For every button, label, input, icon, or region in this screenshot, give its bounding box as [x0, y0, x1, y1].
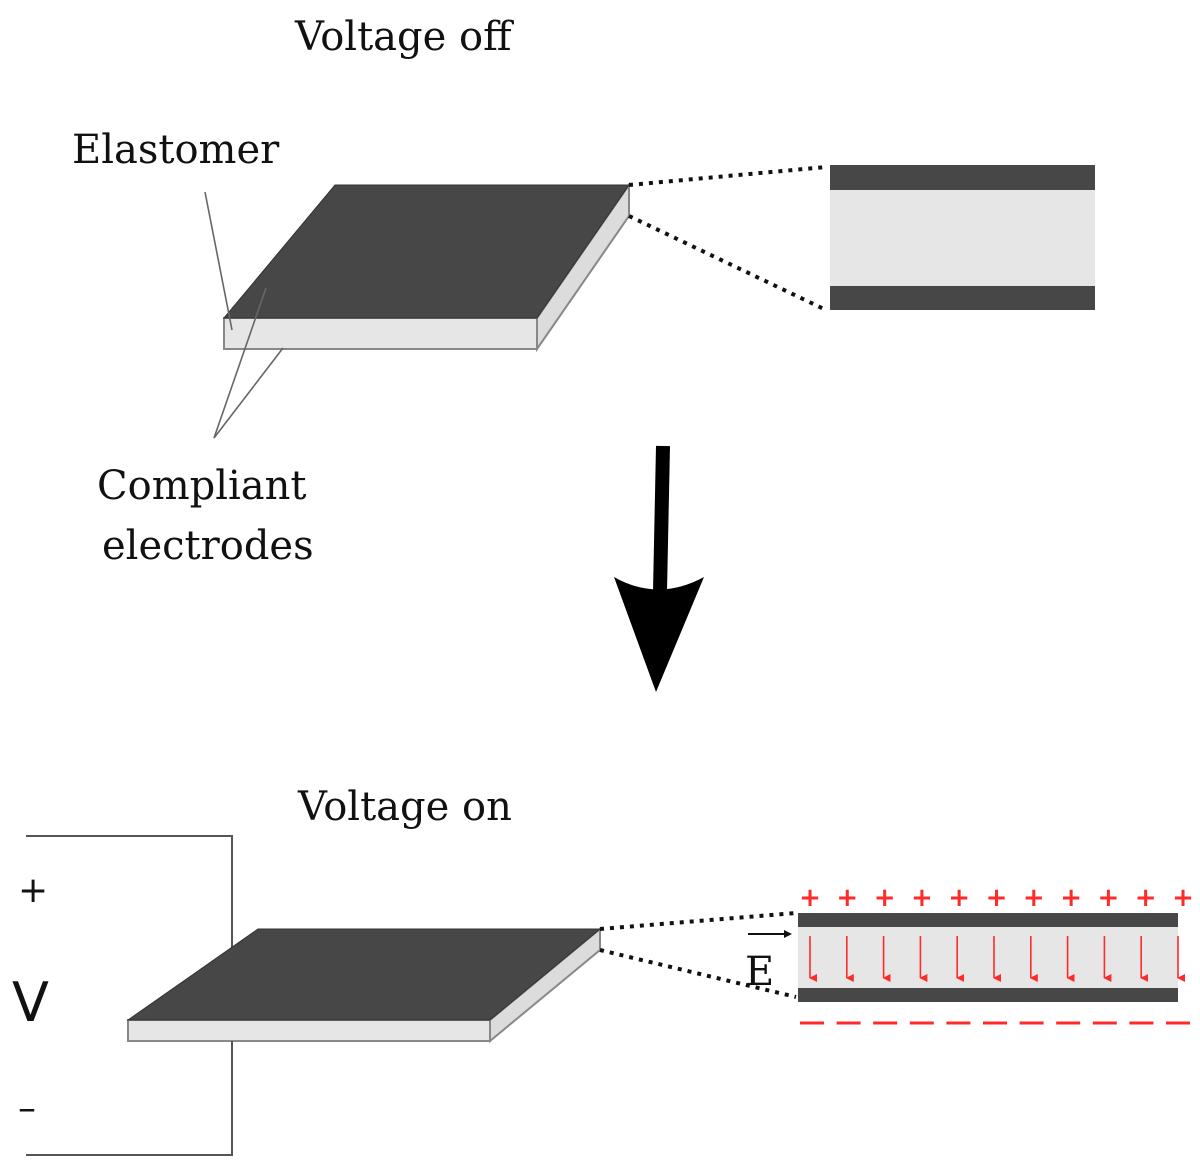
compliant-electrodes-label-line1: Compliant — [97, 463, 307, 509]
positive-charge: + — [911, 883, 933, 913]
voltage-on-title: Voltage on — [297, 784, 512, 830]
positive-charge: + — [1135, 883, 1157, 913]
positive-charge: + — [836, 883, 858, 913]
positive-charge: + — [799, 883, 821, 913]
slab-off — [222, 181, 630, 353]
positive-charge: + — [948, 883, 970, 913]
positive-charge: + — [986, 883, 1008, 913]
wire-positive — [26, 835, 233, 970]
field-label: E — [745, 930, 792, 995]
transition-arrow-head — [614, 577, 704, 692]
field-symbol: E — [745, 949, 774, 995]
field-vector-bar-head — [784, 930, 792, 938]
slab-off-front-face — [223, 317, 538, 350]
compliant-electrodes-label-line2: electrodes — [102, 523, 314, 569]
cross-section-on-elastomer — [798, 926, 1178, 988]
cross-section-on — [798, 913, 1178, 1002]
zoom-line-on-bottom — [599, 948, 797, 999]
elastomer-leader-line — [204, 191, 233, 331]
slab-on — [126, 926, 602, 1044]
cross-section-on-bottom-electrode — [798, 988, 1178, 1002]
electrode-leader-line-top — [213, 287, 267, 439]
positive-charge: + — [1023, 883, 1045, 913]
positive-charges: + + + + + + + + + + + — [799, 883, 1194, 913]
cross-section-off-bottom-electrode — [830, 286, 1095, 310]
zoom-line-off-bottom — [628, 214, 827, 312]
elastomer-label: Elastomer — [72, 127, 280, 173]
slab-on-front-face — [127, 1019, 491, 1042]
cross-section-off-top-electrode — [830, 165, 1095, 190]
electric-field-arrows — [809, 936, 1185, 982]
voltage-off-title: Voltage off — [294, 14, 514, 60]
wire-negative — [26, 1041, 233, 1156]
electrode-leader-line-bottom — [213, 347, 284, 439]
cross-section-on-top-electrode — [798, 913, 1178, 927]
positive-charge: + — [1060, 883, 1082, 913]
minus-terminal-label: – — [18, 1088, 36, 1129]
cross-section-off — [830, 165, 1095, 310]
transition-arrow — [614, 445, 704, 692]
voltage-symbol: V — [12, 971, 49, 1034]
zoom-line-on-top — [599, 911, 797, 931]
positive-charge: + — [1172, 883, 1194, 913]
positive-charge: + — [874, 883, 896, 913]
cross-section-off-elastomer — [830, 190, 1095, 286]
zoom-line-off-top — [628, 165, 827, 187]
positive-charge: + — [1098, 883, 1120, 913]
plus-terminal-label: + — [18, 870, 48, 911]
